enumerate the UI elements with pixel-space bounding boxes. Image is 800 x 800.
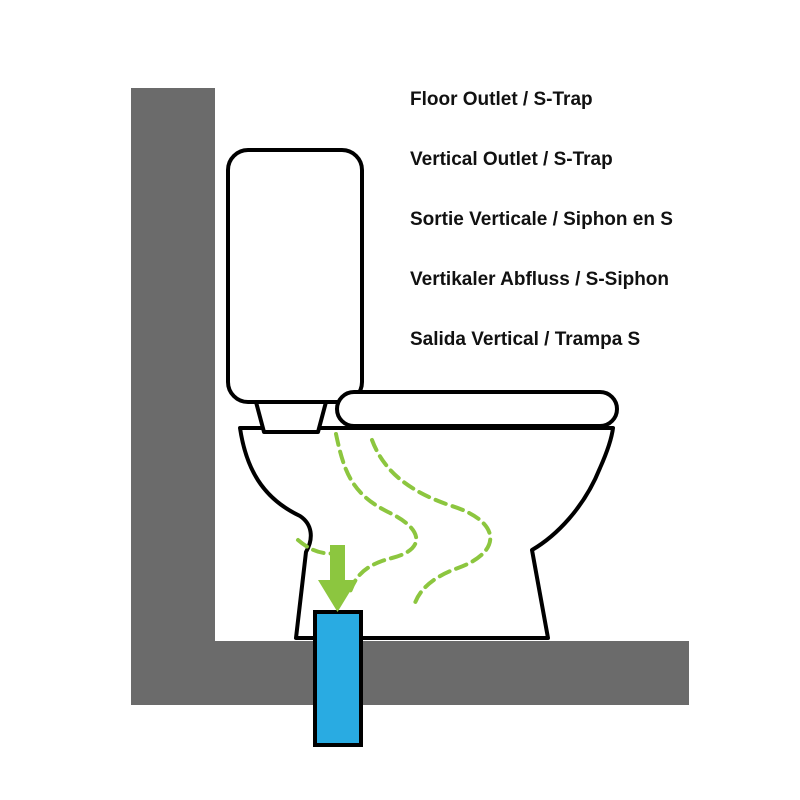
wall-vertical — [131, 88, 215, 705]
flow-arrow-down-icon — [318, 545, 357, 612]
label-sortie-verticale-fr: Sortie Verticale / Siphon en S — [410, 209, 673, 230]
label-vertikaler-abfluss-de: Vertikaler Abfluss / S-Siphon — [410, 269, 670, 290]
label-floor-outlet-en: Floor Outlet / S-Trap — [410, 89, 593, 110]
outlet-pipe — [313, 610, 363, 747]
toilet-seat — [335, 390, 619, 428]
label-list: Floor Outlet / S-Trap Vertical Outlet / … — [410, 70, 790, 370]
floor-horizontal — [131, 641, 689, 705]
label-vertical-outlet-en: Vertical Outlet / S-Trap — [410, 149, 613, 170]
toilet-tank — [226, 148, 364, 404]
flow-path-outer — [370, 438, 493, 608]
flow-path-inner — [334, 432, 419, 594]
tank-connector — [254, 400, 328, 434]
label-salida-vertical-es: Salida Vertical / Trampa S — [410, 329, 641, 350]
toilet-bowl — [238, 426, 615, 640]
